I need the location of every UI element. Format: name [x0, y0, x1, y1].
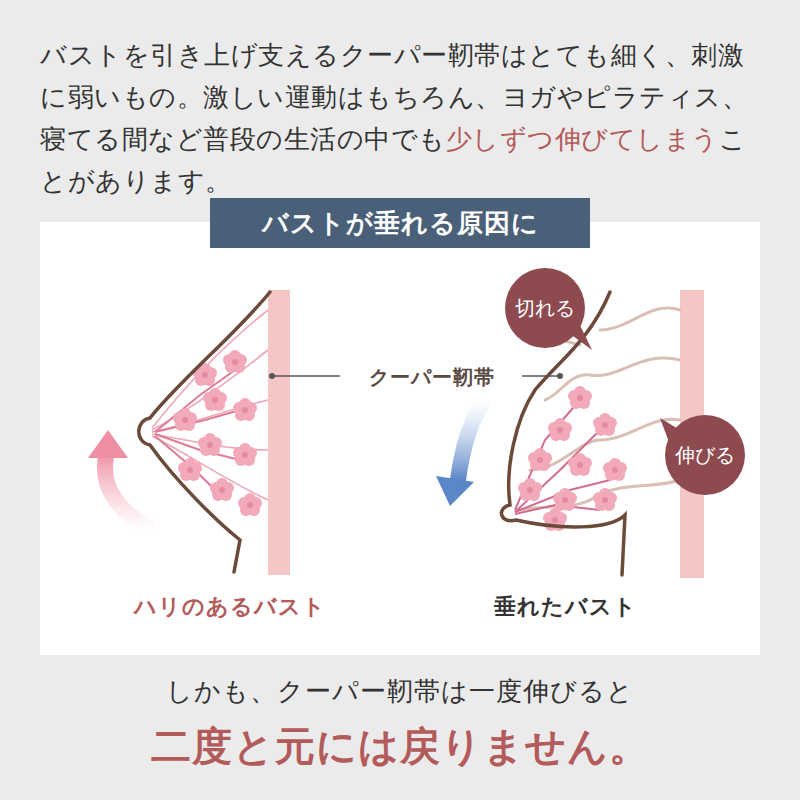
part-label: クーパー靭帯 [367, 364, 497, 391]
highlight-text: 少しずつ伸びてしまう [446, 124, 719, 154]
title-band: バストが垂れる原因に [210, 198, 590, 248]
node-text: 伸びる [675, 442, 735, 469]
node-text: バストが垂れる原因に [262, 206, 539, 241]
intro-paragraph: バストを引き上げ支えるクーパー靭帯はとても細く、刺激に弱いもの。激しい運動はもち… [40, 34, 764, 202]
node-text: 切れる [515, 295, 575, 322]
note-text: しかも、クーパー靭帯は一度伸びると [166, 674, 634, 709]
white-panel [40, 222, 760, 655]
callout-badge: 伸びる [665, 415, 745, 495]
emphasis-text: 二度と元には戻りません。 [151, 719, 650, 774]
caption-label: ハリのあるバスト [134, 592, 326, 622]
caption-label: 垂れたバスト [494, 592, 637, 622]
callout-badge: 切れる [505, 268, 585, 348]
